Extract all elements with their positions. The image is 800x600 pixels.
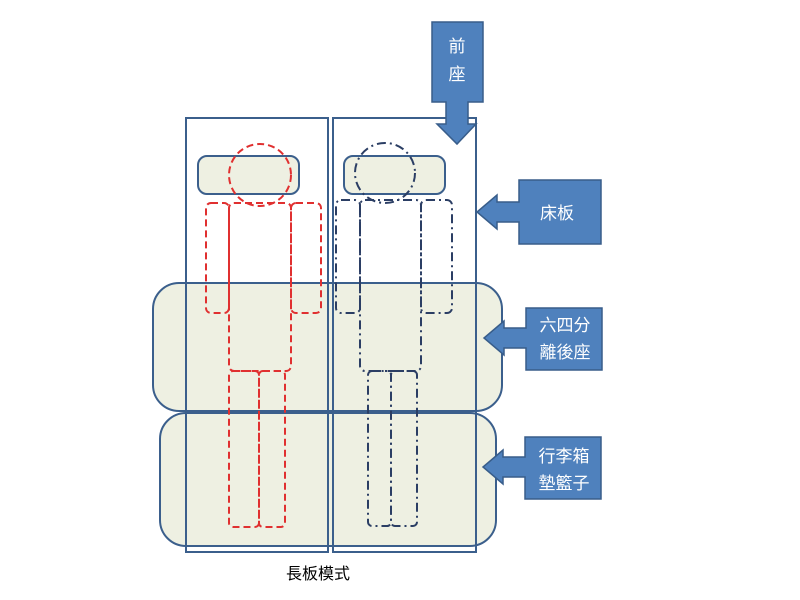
right-pillow	[343, 155, 446, 195]
left-person-outline	[205, 143, 322, 528]
right-person-outline	[335, 142, 453, 527]
rear-seat-label-line2: 離後座	[540, 343, 591, 363]
bed-board-callout: 床板	[475, 179, 602, 245]
right-seat-frame	[332, 117, 477, 553]
luggage-label-line1: 行李箱	[539, 447, 590, 467]
rear-seat-callout: 六四分 離後座	[482, 307, 603, 371]
left-seat-frame	[185, 117, 329, 553]
luggage-label-line2: 墊籃子	[539, 474, 590, 494]
front-seat-label-line2: 座	[449, 65, 466, 85]
rear-seat-label-line1: 六四分	[540, 316, 591, 336]
diagram-caption: 長板模式	[286, 564, 350, 583]
front-seat-callout: 前 座	[431, 21, 484, 146]
luggage-callout: 行李箱 墊籃子	[481, 436, 602, 500]
front-seat-label-line1: 前	[449, 37, 466, 57]
bed-board-label: 床板	[540, 204, 574, 224]
left-pillow	[197, 155, 300, 195]
